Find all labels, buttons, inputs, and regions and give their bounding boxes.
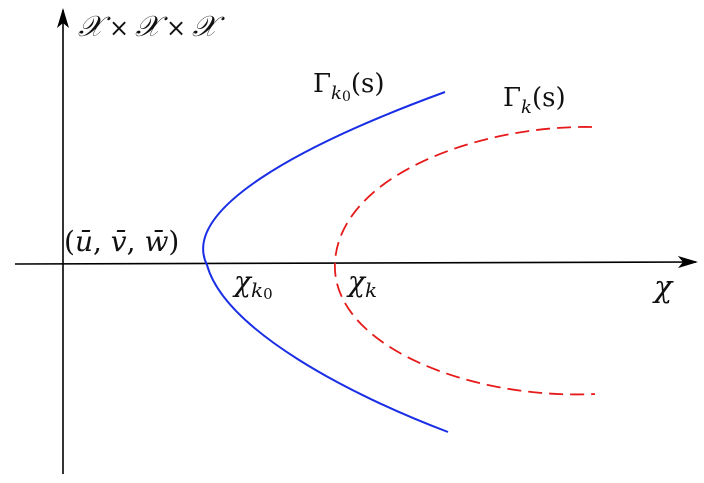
y-axis-label: 𝒳×𝒳×𝒳 — [78, 9, 225, 43]
gamma-k0-label: Γk0(s) — [313, 69, 385, 105]
gamma-k-curve — [334, 126, 596, 396]
origin-point-label: (ū, v̄, w̄) — [64, 225, 179, 258]
chi-k0-label: χk0 — [232, 265, 273, 303]
gamma-k0-curve — [202, 91, 449, 433]
chi-k-label: χk — [346, 265, 377, 302]
x-axis — [14, 256, 698, 269]
x-axis-label: χ — [652, 270, 674, 305]
gamma-k-label: Γk(s) — [503, 83, 566, 118]
